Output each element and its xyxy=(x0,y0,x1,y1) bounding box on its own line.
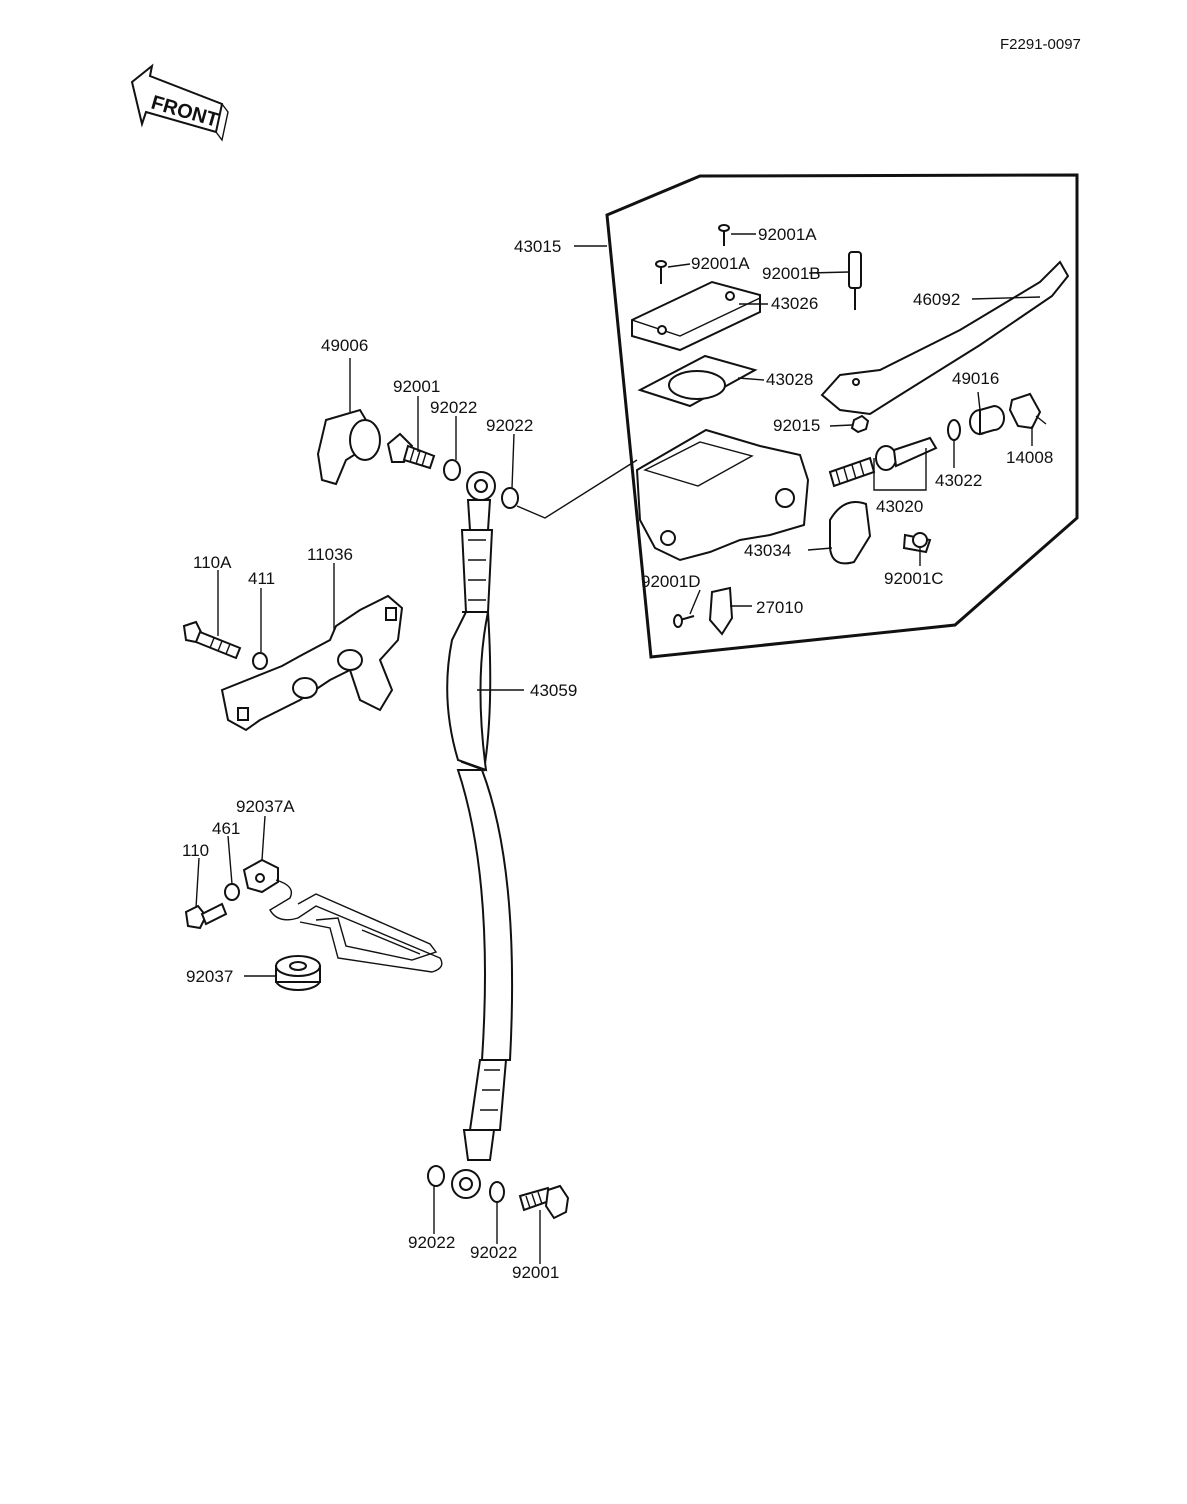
diaphragm-43028 xyxy=(637,354,758,408)
bolt-110A xyxy=(182,620,242,660)
label-43026: 43026 xyxy=(771,294,818,313)
label-92022-a: 92022 xyxy=(430,398,477,417)
label-49016: 49016 xyxy=(952,369,999,388)
label-411: 411 xyxy=(248,569,275,588)
label-43020: 43020 xyxy=(876,497,923,516)
label-11036: 11036 xyxy=(307,545,353,564)
label-92001B: 92001B xyxy=(762,264,821,283)
washer-92022-b xyxy=(501,487,519,509)
bracket-11036 xyxy=(220,594,404,732)
label-92001-top: 92001 xyxy=(393,377,440,396)
label-14008: 14008 xyxy=(1006,448,1053,467)
banjo-bolt-92001-bottom xyxy=(518,1184,570,1220)
front-arrow-icon: FRONT xyxy=(130,63,229,142)
label-92001A-top: 92001A xyxy=(758,225,817,244)
washer-43022 xyxy=(947,419,961,441)
cap-49006 xyxy=(316,408,381,486)
label-92001A-left: 92001A xyxy=(691,254,750,273)
bushing-49016 xyxy=(969,404,1005,436)
label-110: 110 xyxy=(182,841,209,860)
washer-92022-d xyxy=(489,1181,505,1203)
label-92001C: 92001C xyxy=(884,569,944,588)
label-92037A: 92037A xyxy=(236,797,295,816)
label-92001D: 92001D xyxy=(641,572,701,591)
screw-92001D xyxy=(673,614,695,628)
washer-411 xyxy=(252,652,268,670)
reservoir-cap-43026 xyxy=(631,280,761,352)
label-43034: 43034 xyxy=(744,541,791,560)
connector-line-cylinder xyxy=(516,459,638,519)
leader-lines xyxy=(195,233,1041,1264)
washer-92022-c xyxy=(427,1165,445,1187)
dust-cover-14008 xyxy=(1008,392,1047,430)
label-92022-d: 92022 xyxy=(470,1243,517,1262)
brake-lever-46092 xyxy=(820,260,1070,416)
label-43059: 43059 xyxy=(530,681,577,700)
banjo-bolt-92001-top xyxy=(386,432,436,470)
label-92037: 92037 xyxy=(186,967,233,986)
label-27010: 27010 xyxy=(756,598,803,617)
label-461: 461 xyxy=(212,819,240,838)
label-49006: 49006 xyxy=(321,336,368,355)
bolt-92001B xyxy=(848,251,862,310)
label-92001-bottom: 92001 xyxy=(512,1263,559,1282)
label-43022: 43022 xyxy=(935,471,982,490)
label-43015: 43015 xyxy=(514,237,561,256)
washer-92022-a xyxy=(443,459,461,481)
screw-92001A-top xyxy=(718,224,730,246)
label-92015: 92015 xyxy=(773,416,820,435)
label-46092: 46092 xyxy=(913,290,960,309)
piston-assembly-43020 xyxy=(828,436,938,488)
bolt-110 xyxy=(184,902,228,930)
master-cylinder-body xyxy=(635,428,810,562)
bolt-92001C xyxy=(902,532,932,554)
label-43028: 43028 xyxy=(766,370,813,389)
screw-92001A-left xyxy=(655,260,667,284)
assembly-outline-43015 xyxy=(605,173,1079,659)
label-110A: 110A xyxy=(193,553,232,572)
label-92022-c: 92022 xyxy=(408,1233,455,1252)
nut-92015 xyxy=(850,414,870,434)
brake-switch-27010 xyxy=(708,586,734,636)
washer-461 xyxy=(224,883,240,901)
grommet-92037 xyxy=(275,955,321,991)
diagram-code: F2291-0097 xyxy=(1000,36,1081,53)
bracket-92037A xyxy=(242,858,443,973)
label-92022-b: 92022 xyxy=(486,416,533,435)
brake-hose-43059 xyxy=(446,471,514,1199)
clamp-43034 xyxy=(829,501,872,565)
